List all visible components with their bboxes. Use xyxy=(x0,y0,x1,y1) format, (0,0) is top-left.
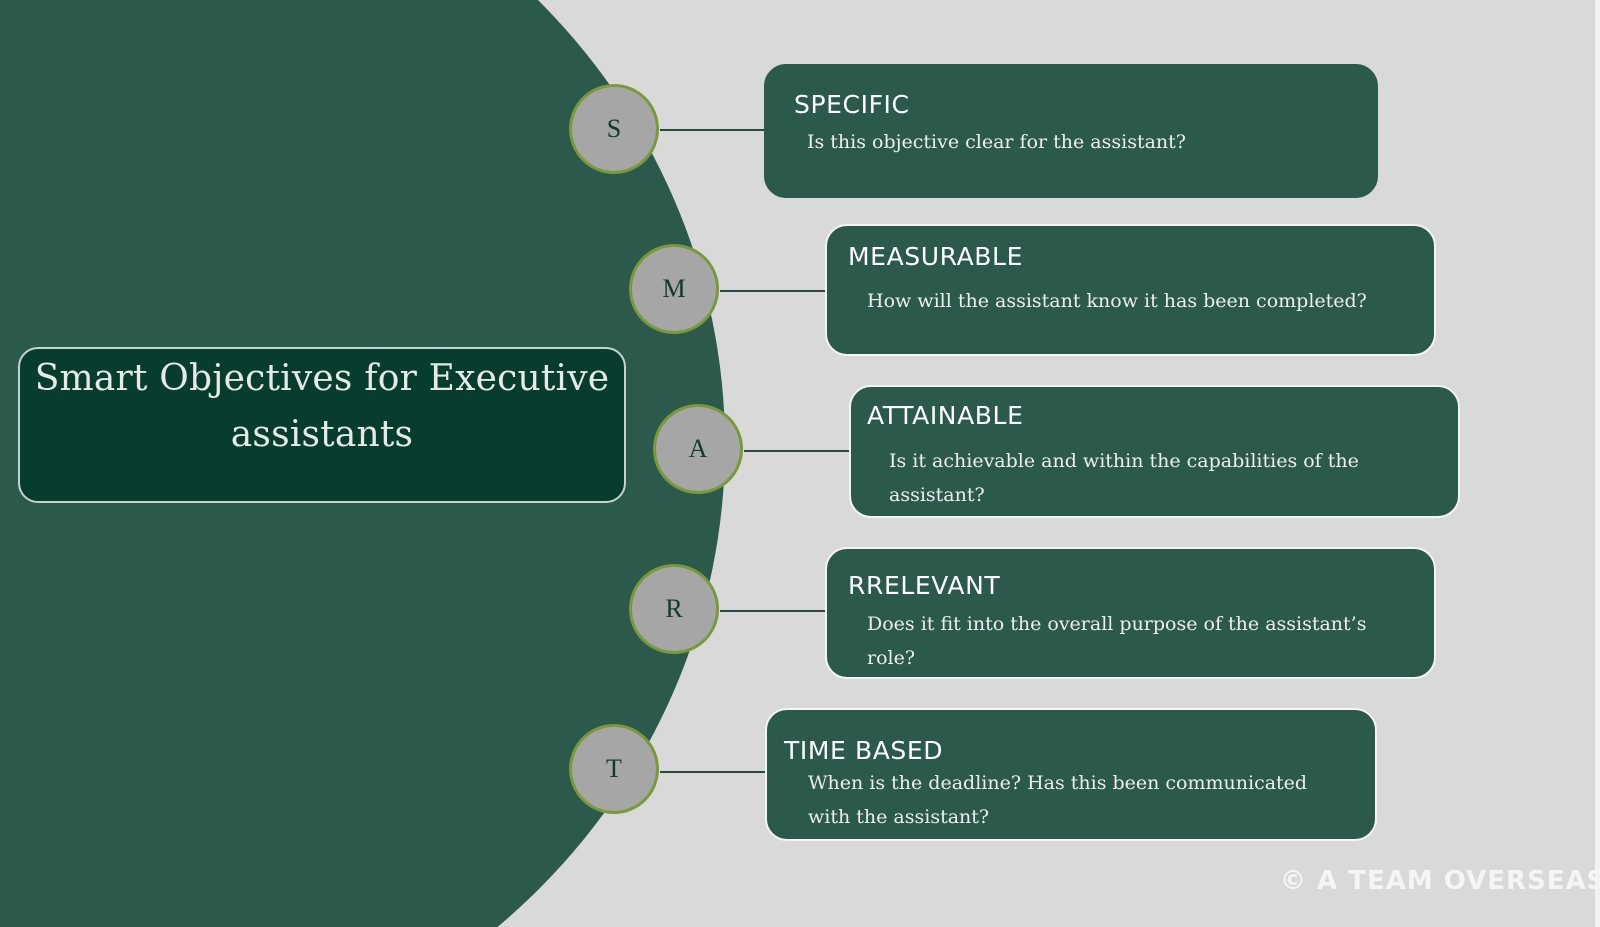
connector-line-s xyxy=(660,129,766,131)
card-description-line-1: How will the assistant know it has been … xyxy=(867,290,1367,312)
card-attainable: ATTAINABLE Is it achievable and within t… xyxy=(849,385,1460,518)
letter-circle-a: A xyxy=(653,404,743,494)
copyright-watermark: © A TEAM OVERSEAS xyxy=(1280,866,1600,896)
card-description: Does it fit into the overall purpose of … xyxy=(867,607,1366,675)
diagram-title-line-2: assistants xyxy=(230,414,414,455)
letter-m: M xyxy=(662,274,686,303)
right-edge-strip xyxy=(1595,0,1600,927)
card-heading: MEASURABLE xyxy=(848,242,1023,271)
card-description-line-2: role? xyxy=(867,647,916,669)
card-heading: SPECIFIC xyxy=(794,90,910,119)
connector-line-r xyxy=(720,610,826,612)
card-description-line-1: Does it fit into the overall purpose of … xyxy=(867,613,1367,635)
card-relevant: RRELEVANT Does it fit into the overall p… xyxy=(825,547,1436,679)
letter-circle-m: M xyxy=(629,244,719,334)
letter-s: S xyxy=(606,114,622,143)
connector-line-a xyxy=(744,450,850,452)
card-description-line-1: Is it achievable and within the capabili… xyxy=(889,450,1359,472)
letter-t: T xyxy=(606,754,622,783)
card-description: Is this objective clear for the assistan… xyxy=(807,125,1186,159)
diagram-title-line-1: Smart Objectives for Executive xyxy=(34,358,610,399)
card-measurable: MEASURABLE How will the assistant know i… xyxy=(825,224,1436,356)
card-description-line-2: with the assistant? xyxy=(808,806,990,828)
card-description: Is it achievable and within the capabili… xyxy=(889,444,1359,512)
card-specific: SPECIFIC Is this objective clear for the… xyxy=(764,64,1378,198)
card-description-line-1: Is this objective clear for the assistan… xyxy=(807,131,1186,153)
card-heading: RRELEVANT xyxy=(848,571,1001,600)
letter-circle-t: T xyxy=(569,724,659,814)
diagram-title-box: Smart Objectives for Executive assistant… xyxy=(18,347,626,503)
letter-circle-r: R xyxy=(629,564,719,654)
connector-line-m xyxy=(720,290,826,292)
connector-line-t xyxy=(660,771,766,773)
card-description-line-2: assistant? xyxy=(889,484,985,506)
letter-a: A xyxy=(688,434,708,463)
card-description-line-1: When is the deadline? Has this been comm… xyxy=(808,772,1308,794)
card-heading: ATTAINABLE xyxy=(867,401,1024,430)
card-description: How will the assistant know it has been … xyxy=(867,284,1367,318)
card-description: When is the deadline? Has this been comm… xyxy=(808,766,1307,834)
letter-r: R xyxy=(665,594,683,623)
card-time-based: TIME BASED When is the deadline? Has thi… xyxy=(765,708,1377,841)
letter-circle-s: S xyxy=(569,84,659,174)
card-heading: TIME BASED xyxy=(784,736,944,765)
